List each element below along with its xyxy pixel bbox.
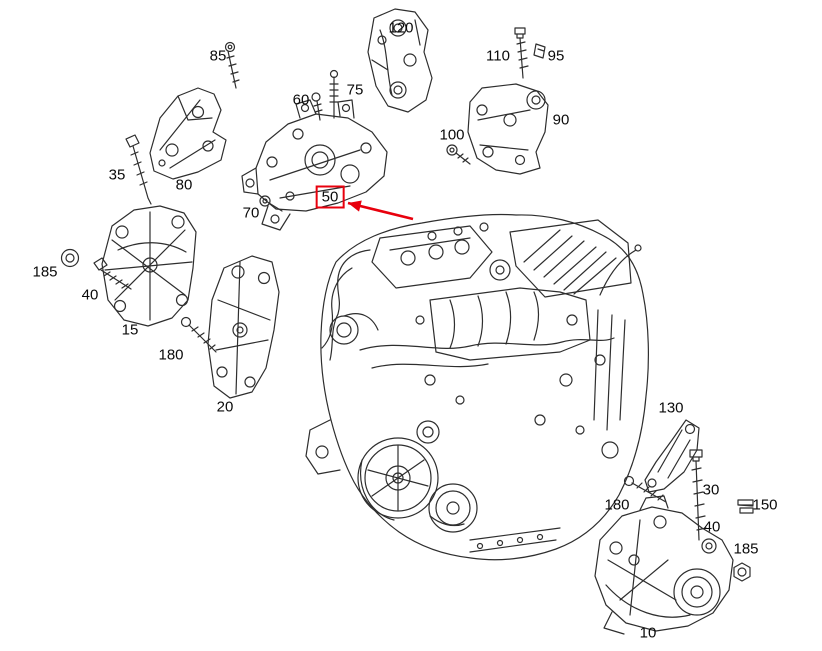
washer-185-left-icon — [60, 248, 80, 268]
bolt-40-left-icon — [93, 257, 132, 290]
bolt-35-icon — [125, 134, 152, 205]
bolt-180-left-icon — [180, 316, 217, 353]
highlight-arrow-icon — [347, 200, 414, 221]
clip-95-icon — [533, 43, 546, 59]
bracket-120-icon — [367, 8, 433, 113]
bracket-80-icon — [149, 87, 227, 180]
clip-150-icon — [737, 499, 754, 514]
bolt-70-icon — [259, 195, 283, 212]
bolt-110-icon — [514, 27, 529, 79]
bolt-30-icon — [689, 449, 707, 541]
nut-185-right-icon — [733, 562, 751, 582]
washer-40-right-icon — [701, 538, 717, 554]
bracket-130-icon — [644, 419, 700, 493]
bracket-90-icon — [467, 83, 549, 175]
engine-illustration — [305, 213, 649, 561]
mount-10-icon — [594, 495, 734, 635]
bracket-20-icon — [207, 255, 280, 399]
bracket-50-icon — [241, 99, 388, 231]
bolt-60-icon — [311, 92, 323, 121]
bolt-100-icon — [446, 144, 471, 165]
bolt-180-right-icon — [623, 475, 667, 503]
bolt-85-icon — [224, 41, 240, 89]
stud-75-icon — [329, 69, 339, 119]
mount-15-icon — [101, 205, 197, 327]
